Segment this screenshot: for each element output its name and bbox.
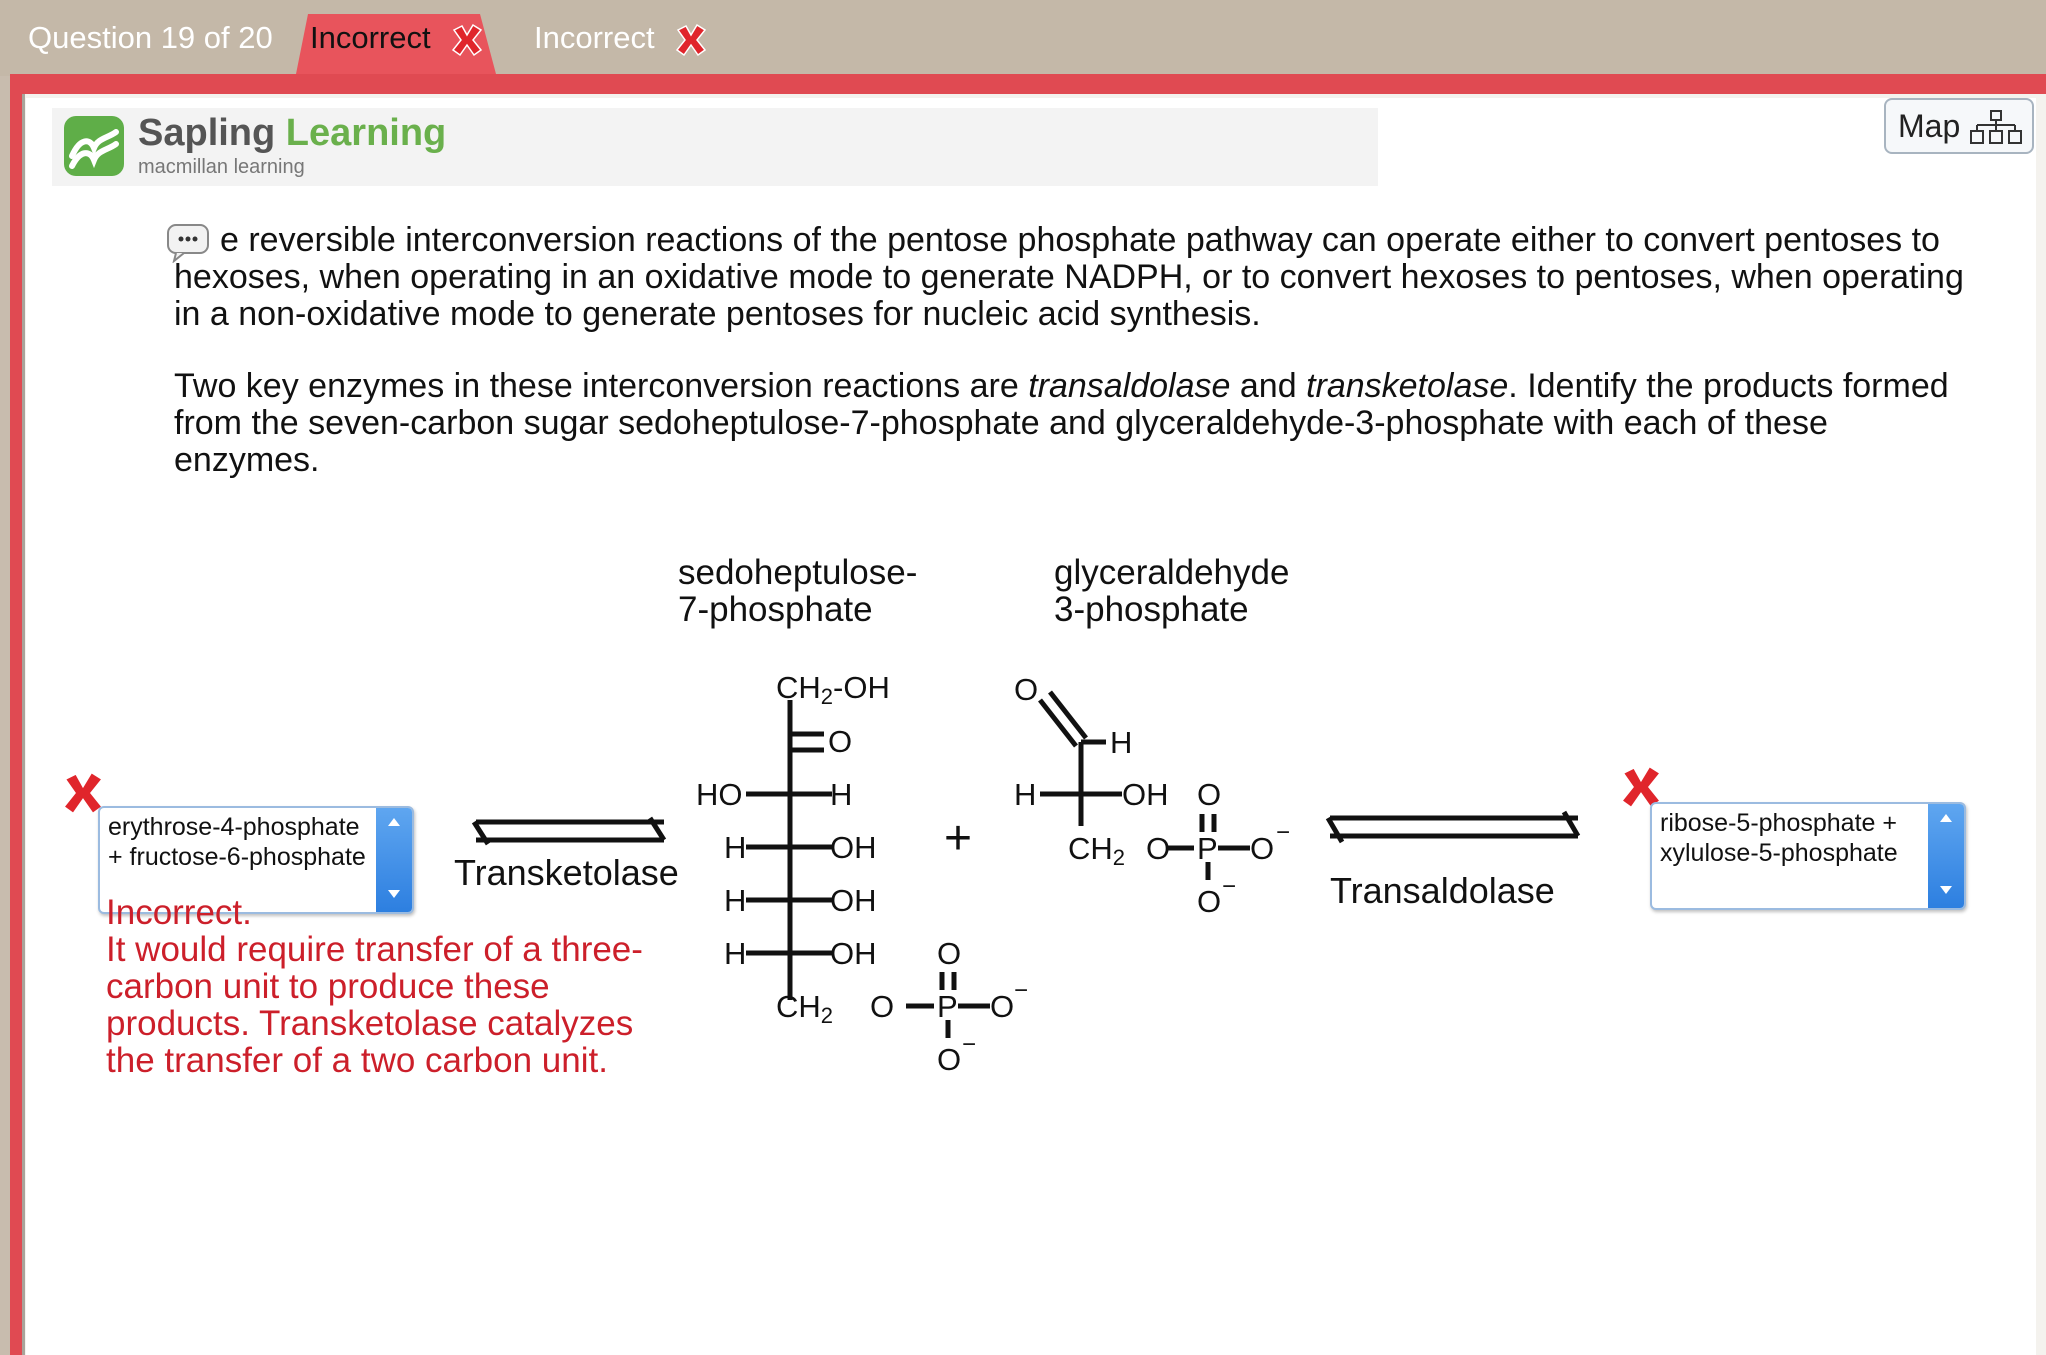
map-button-label: Map xyxy=(1898,108,1961,144)
atom-label: CH xyxy=(1068,831,1113,866)
atom-h: H xyxy=(1014,777,1036,812)
atom-h: H xyxy=(724,830,746,865)
atom-charge: − xyxy=(1222,873,1236,900)
atom-ch2: CH2 xyxy=(776,989,833,1028)
atom-o: O xyxy=(1014,672,1038,707)
left-equilibrium-arrow xyxy=(471,816,667,846)
atom-o: O xyxy=(828,724,852,759)
atom-label: -OH xyxy=(833,670,890,705)
atom-p: P xyxy=(1197,831,1218,866)
question-page xyxy=(26,98,2036,1355)
atom-oh: OH xyxy=(830,936,877,971)
chevron-down-icon xyxy=(388,890,400,898)
enzyme-transketolase-term: transketolase xyxy=(1306,367,1509,405)
plus-sign: + xyxy=(944,812,972,865)
chevron-up-icon xyxy=(388,818,400,826)
tab-label: Incorrect xyxy=(310,20,431,55)
tab-attempt-2[interactable]: Incorrect xyxy=(520,14,720,74)
atom-o: O xyxy=(1197,884,1221,919)
map-button[interactable]: Map xyxy=(1884,98,2034,154)
map-tree-icon xyxy=(1970,109,2023,144)
atom-o: O xyxy=(870,989,894,1024)
atom-charge: − xyxy=(1014,977,1028,1004)
glyceraldehyde-label: glyceraldehyde 3-phosphate xyxy=(1054,554,1289,628)
chevron-up-icon xyxy=(1940,814,1952,822)
atom-h: H xyxy=(724,883,746,918)
atom-oh: OH xyxy=(830,883,877,918)
select-value: ribose-5-phosphate + xylulose-5-phosphat… xyxy=(1660,809,1898,867)
sedoheptulose-label-line2: 7-phosphate xyxy=(678,590,873,629)
transaldolase-products-select[interactable]: ribose-5-phosphate + xylulose-5-phosphat… xyxy=(1650,802,1966,910)
select-scroll-arrows[interactable] xyxy=(376,808,412,912)
atom-oh: OH xyxy=(1122,777,1169,812)
atom-charge: − xyxy=(1276,819,1290,846)
paragraph-2-rest: . Identify the products formed from the … xyxy=(174,367,1949,479)
transaldolase-label: Transaldolase xyxy=(1330,870,1555,911)
atom-o: O xyxy=(1250,831,1274,866)
atom-label: CH xyxy=(776,670,821,705)
question-progress[interactable]: Question 19 of 20 xyxy=(28,20,273,55)
atom-o: O xyxy=(937,1042,961,1077)
feedback-body: It would require transfer of a three-car… xyxy=(106,930,643,1080)
sapling-logo-icon xyxy=(64,116,124,176)
glyceraldehyde-label-line1: glyceraldehyde xyxy=(1054,553,1290,592)
transketolase-label: Transketolase xyxy=(454,852,679,893)
atom-h: H xyxy=(1110,725,1132,760)
glyceraldehyde-label-line2: 3-phosphate xyxy=(1054,590,1249,629)
atom-ho: HO xyxy=(696,777,743,812)
atom-o: O xyxy=(937,936,961,971)
sedoheptulose-label: sedoheptulose- 7-phosphate xyxy=(678,554,917,628)
sedoheptulose-7-phosphate-structure xyxy=(746,700,990,1038)
select-value: erythrose-4-phosphate + fructose-6-phosp… xyxy=(108,813,366,871)
atom-subscript: 2 xyxy=(821,684,833,709)
brand-name: Sapling Learning xyxy=(138,112,446,155)
brand-header xyxy=(52,108,1378,186)
select-scroll-arrows[interactable] xyxy=(1928,804,1964,908)
incorrect-x-icon xyxy=(1620,764,1662,810)
incorrect-x-icon xyxy=(676,23,707,56)
feedback-title: Incorrect. xyxy=(106,893,252,932)
atom-label: CH xyxy=(776,989,821,1024)
atom-subscript: 2 xyxy=(1113,845,1125,870)
right-equilibrium-arrow xyxy=(1325,810,1581,844)
atom-o: O xyxy=(990,989,1014,1024)
brand-name-part1: Sapling xyxy=(138,112,276,154)
question-paragraph-2: Two key enzymes in these interconversion… xyxy=(174,368,1974,479)
paragraph-2-intro: Two key enzymes in these interconversion… xyxy=(174,367,1029,405)
atom-o: O xyxy=(1146,831,1170,866)
atom-subscript: 2 xyxy=(821,1003,833,1028)
atom-ch2: CH2 xyxy=(1068,831,1125,870)
atom-p: P xyxy=(937,989,958,1024)
enzyme-transaldolase-term: transaldolase xyxy=(1028,367,1231,405)
incorrect-x-icon xyxy=(452,23,483,56)
chevron-down-icon xyxy=(1940,886,1952,894)
atom-charge: − xyxy=(962,1031,976,1058)
atom-h: H xyxy=(830,777,852,812)
glyceraldehyde-3-phosphate-structure xyxy=(1038,690,1250,880)
atom-ch2: CH2-OH xyxy=(776,670,890,709)
sedoheptulose-label-line1: sedoheptulose- xyxy=(678,553,918,592)
paragraph-2-and: and xyxy=(1230,367,1307,405)
transketolase-products-select[interactable]: erythrose-4-phosphate + fructose-6-phosp… xyxy=(98,806,414,914)
atom-o: O xyxy=(1197,777,1221,812)
atom-oh: OH xyxy=(830,830,877,865)
brand-tagline: macmillan learning xyxy=(138,156,305,178)
atom-h: H xyxy=(724,936,746,971)
question-paragraph-1: e reversible interconversion reactions o… xyxy=(174,221,1964,333)
incorrect-feedback: Incorrect. It would require transfer of … xyxy=(106,894,666,1079)
tab-label: Incorrect xyxy=(534,20,655,55)
hint-chat-icon[interactable] xyxy=(166,223,210,263)
brand-name-part2: Learning xyxy=(285,112,447,154)
tab-attempt-1[interactable]: Incorrect xyxy=(296,14,496,74)
